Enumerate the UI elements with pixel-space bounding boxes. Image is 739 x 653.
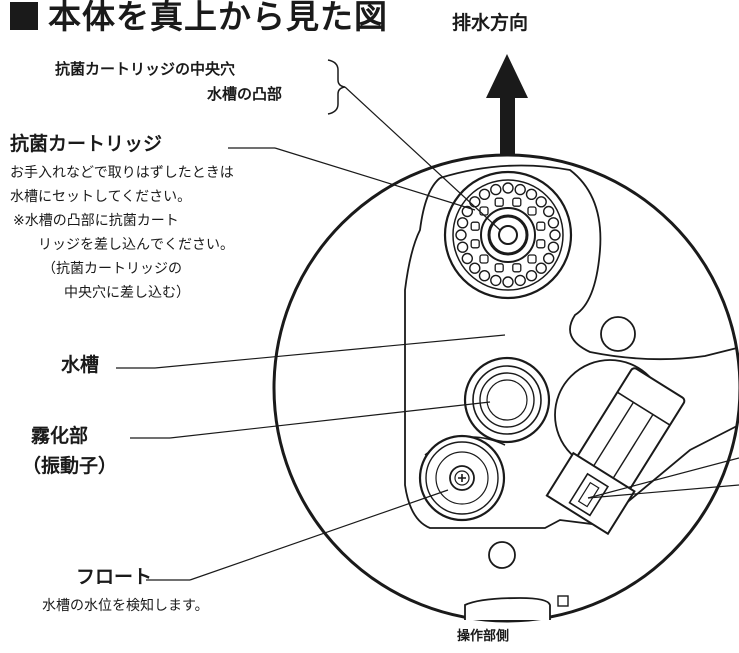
- gear-tooth-outer: [478, 270, 491, 282]
- gear-tooth-inner: [536, 221, 546, 231]
- drain-arrow: [486, 54, 528, 160]
- gear-tooth-outer: [543, 252, 555, 265]
- float-heading: フロート: [76, 566, 153, 588]
- gear-tooth-outer: [547, 241, 560, 253]
- operation-side-label: 操作部側: [457, 629, 510, 644]
- gear-tooth-outer: [469, 196, 481, 208]
- gear-tooth-outer: [525, 188, 538, 201]
- gear-tooth-outer: [502, 182, 514, 194]
- gear-tooth-outer: [490, 183, 502, 196]
- float-note: 水槽の水位を検知します。: [42, 598, 209, 614]
- gear-tooth-outer: [514, 274, 526, 287]
- gear-tooth-outer: [455, 229, 467, 241]
- gear-tooth-outer: [469, 262, 481, 274]
- gear-tooth-inner: [512, 197, 522, 207]
- transducer-label: （振動子）: [22, 455, 118, 477]
- gear-teeth-outer: [455, 182, 561, 288]
- water-tank-outline: [404, 164, 738, 529]
- cartridge-note-5: （抗菌カートリッジの: [42, 261, 182, 277]
- cartridge-note-2: 水槽にセットしてください。: [10, 189, 192, 205]
- tank-handle: [545, 367, 686, 536]
- gear-tooth-inner: [470, 221, 480, 231]
- gear-tooth-outer: [490, 274, 502, 287]
- cartridge-note-6: 中央穴に差し込む）: [64, 285, 190, 301]
- bump-bottom: [488, 541, 516, 569]
- bump-right: [600, 316, 636, 352]
- cartridge-center-hole: [498, 225, 518, 245]
- gear-tooth-outer: [502, 276, 514, 288]
- atomizer-transducer: [463, 356, 551, 444]
- title-square-icon: [10, 2, 38, 30]
- gear-tooth-outer: [547, 217, 560, 229]
- atomizer-label: 霧化部: [31, 425, 89, 447]
- leader-lines: [116, 86, 739, 581]
- gear-tooth-outer: [461, 252, 473, 265]
- gear-tooth-inner: [527, 206, 537, 216]
- gear-tooth-inner: [494, 197, 504, 207]
- gear-tooth-inner: [536, 239, 546, 249]
- gear-tooth-outer: [525, 270, 538, 282]
- label-bracket: [327, 59, 346, 115]
- gear-tooth-outer: [514, 183, 526, 196]
- gear-tooth-inner: [494, 263, 504, 273]
- gear-tooth-inner: [479, 206, 489, 216]
- center-hole-label: 抗菌カートリッジの中央穴: [55, 60, 236, 78]
- float-unit: [418, 434, 506, 522]
- gear-tooth-outer: [535, 262, 547, 274]
- gear-tooth-inner: [479, 254, 489, 264]
- cartridge-heading: 抗菌カートリッジ: [10, 133, 163, 155]
- gear-tooth-outer: [535, 196, 547, 208]
- gear-tooth-inner: [512, 263, 522, 273]
- gear-tooth-outer: [456, 241, 469, 253]
- gear-tooth-outer: [456, 217, 469, 229]
- water-tank-label: 水槽: [61, 354, 100, 376]
- cartridge-note-3: ※水槽の凸部に抗菌カート: [13, 213, 179, 229]
- gear-tooth-outer: [543, 205, 555, 218]
- gear-tooth-outer: [549, 229, 561, 241]
- cartridge-note-4: リッジを差し込んでください。: [38, 237, 234, 253]
- operation-side-tab: [464, 597, 551, 620]
- gear-tooth-outer: [478, 188, 491, 201]
- tank-protrusion-label: 水槽の凸部: [207, 85, 283, 103]
- diagram-title: 本体を真上から見た図: [0, 0, 388, 37]
- gear-tooth-inner: [470, 239, 480, 249]
- title-text: 本体を真上から見た図: [48, 0, 388, 36]
- antibacterial-cartridge-gear: [443, 170, 573, 300]
- cartridge-note-1: お手入れなどで取りはずしたときは: [10, 165, 234, 181]
- drain-direction-label: 排水方向: [452, 12, 529, 34]
- gear-tooth-inner: [527, 254, 537, 264]
